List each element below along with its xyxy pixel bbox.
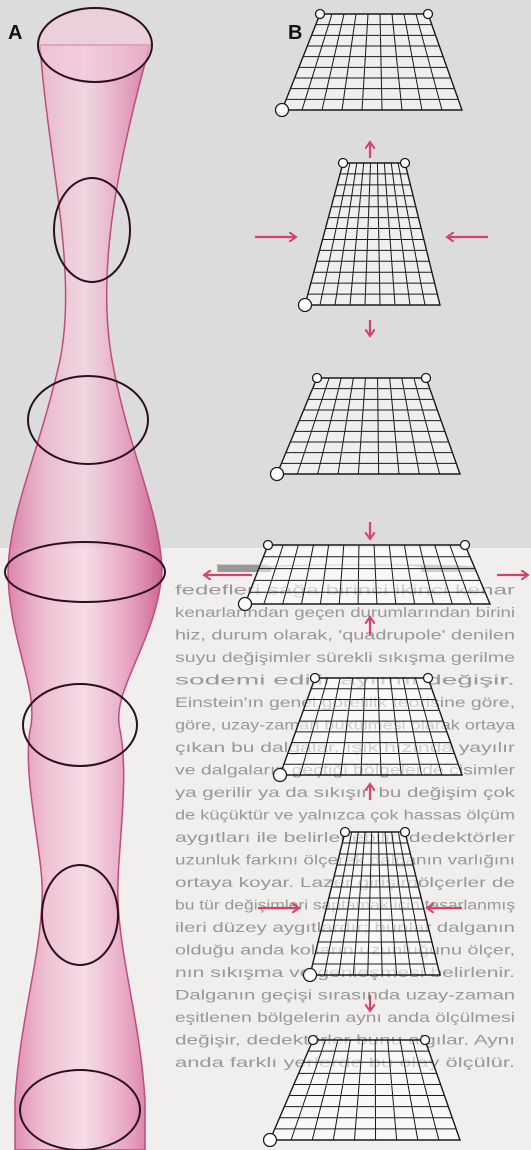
test-mass-marker (316, 10, 325, 19)
test-mass-marker-large (239, 598, 252, 611)
test-mass-marker (424, 674, 433, 683)
background-text-line: hiz, durum olarak, 'quadrupole' denilen (175, 627, 515, 643)
test-mass-marker-large (304, 969, 317, 982)
test-mass-marker-large (276, 104, 289, 117)
test-mass-marker (421, 1036, 430, 1045)
panel-label-b: B (288, 22, 302, 45)
test-mass-marker-large (299, 299, 312, 312)
background-text-line: Dalganın geçişi sırasında uzay-zaman (175, 987, 515, 1003)
test-mass-marker (313, 374, 322, 383)
test-mass-marker (424, 10, 433, 19)
test-mass-marker (311, 674, 320, 683)
test-mass-marker-large (271, 468, 284, 481)
test-mass-marker-large (274, 769, 287, 782)
test-mass-marker (422, 374, 431, 383)
background-text-line: de küçüktür ve yalnızca çok hassas ölçüm (175, 807, 515, 823)
background-text-line: ya gerilir ya da sıkışır, bu değişim çok (175, 784, 516, 800)
test-mass-marker-large (264, 1134, 277, 1147)
test-mass-marker (309, 1036, 318, 1045)
test-mass-marker (461, 541, 470, 550)
test-mass-marker (264, 541, 273, 550)
test-mass-marker (339, 159, 348, 168)
test-mass-marker (401, 159, 410, 168)
background-text-line: kenarlarından geçen durumlarından birini (175, 604, 515, 620)
tube-ring-1 (38, 8, 152, 82)
distortion-grid-4 (239, 541, 491, 611)
background-body-text: nfedefleri sağa birinci ikinci kenarkena… (175, 559, 516, 1070)
test-mass-marker (341, 828, 350, 837)
panel-label-a: A (8, 22, 22, 45)
test-mass-marker (401, 828, 410, 837)
background-text-line: suyu değişimler sürekli sıkışma gerilme (175, 649, 515, 665)
background-text-line: eşitlenen bölgelerin aynı anda ölçülmesi (175, 1009, 515, 1025)
